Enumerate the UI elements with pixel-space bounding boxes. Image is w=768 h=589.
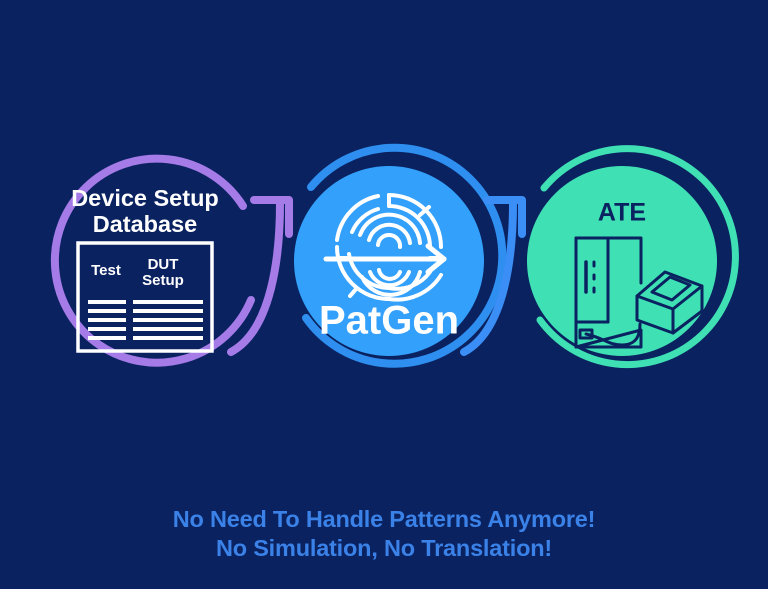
node-2-ring: [302, 143, 507, 368]
node-1-label-line1: Device Setup: [71, 185, 219, 211]
table-col-header-dut: DUT: [148, 256, 179, 273]
node-patgen: PatGen: [294, 143, 507, 368]
node-device-setup-database: Device Setup Database Test DUT Setup: [50, 154, 255, 367]
node-1-ring: [50, 154, 255, 367]
node-3-ring: [536, 145, 739, 369]
node-ate: ATE: [527, 145, 739, 369]
ate-tester-handler-icon: [574, 236, 704, 349]
node-2-label-line1: PatGen: [319, 299, 459, 343]
arrow-patgen-to-ate: [460, 196, 526, 356]
table-rows-right: [133, 300, 203, 340]
maze-arrow-logo-icon: [323, 193, 447, 302]
database-table-icon: Test DUT Setup: [76, 241, 214, 353]
arrow-db-to-patgen: [227, 196, 293, 356]
node-3-label-line1: ATE: [598, 199, 646, 227]
table-col-header-setup: Setup: [142, 272, 184, 289]
caption-line-2: No Simulation, No Translation!: [216, 535, 552, 561]
caption-line-1: No Need To Handle Patterns Anymore!: [173, 506, 596, 532]
table-col-header-test: Test: [91, 262, 121, 279]
node-3-circle: [527, 166, 717, 356]
node-1-label-line2: Database: [93, 211, 198, 237]
table-rows-left: [88, 300, 126, 340]
